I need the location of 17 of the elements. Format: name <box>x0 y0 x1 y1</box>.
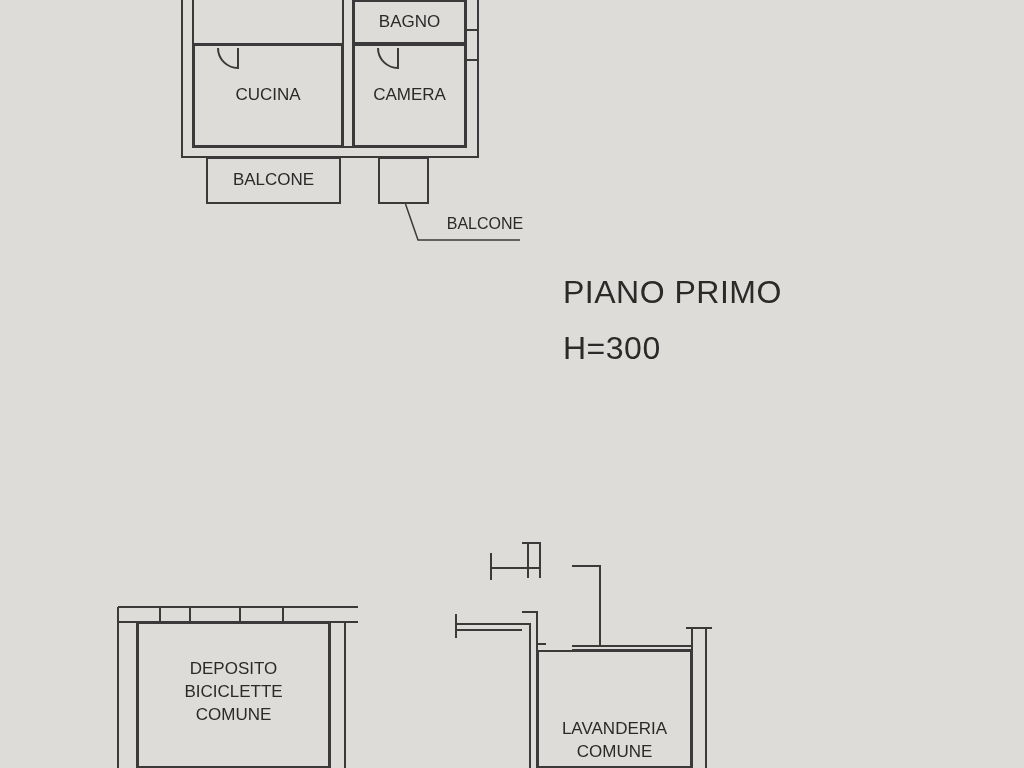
leader-line <box>404 203 521 241</box>
room-outline <box>137 622 330 768</box>
height-note: H=300 <box>563 330 661 367</box>
floor-title: PIANO PRIMO <box>563 274 782 311</box>
room-label: BAGNO <box>378 10 441 33</box>
room-outline <box>353 44 466 147</box>
room-outline <box>353 0 466 44</box>
room-outline <box>193 44 343 147</box>
room-label: DEPOSITO BICICLETTE COMUNE <box>183 658 284 726</box>
room-outline <box>206 157 341 204</box>
room-outline <box>537 650 692 768</box>
room-label: BALCONE <box>232 169 315 192</box>
room-label: LAVANDERIA COMUNE <box>560 718 669 764</box>
room-label: CUCINA <box>235 84 301 107</box>
balcony-label: BALCONE <box>430 208 540 240</box>
balcony-outline <box>378 157 429 204</box>
room-label: CAMERA <box>373 84 446 107</box>
